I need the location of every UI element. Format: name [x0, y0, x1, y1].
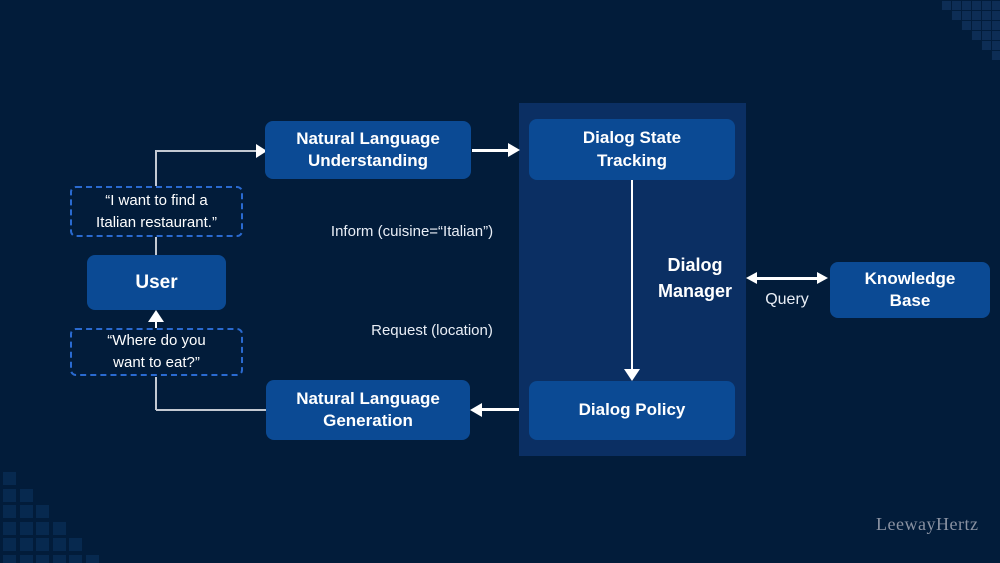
- arrowhead-into-user-icon: [148, 310, 164, 322]
- arrowhead-into-nlu-icon: [256, 144, 267, 158]
- connector-dialog-policy-to-nlg: [480, 408, 519, 411]
- node-knowledge-base: Knowledge Base: [830, 262, 990, 318]
- node-label: Dialog State Tracking: [582, 128, 682, 170]
- speech-bubble-user-utterance: “I want to find a Italian restaurant.”: [70, 186, 243, 237]
- speech-bubble-text: “Where do you want to eat?”: [107, 332, 206, 371]
- node-dialog-state-tracking: Dialog State Tracking: [529, 119, 735, 180]
- pixel-mosaic-top-right: [942, 1, 951, 10]
- pixel-mosaic-bottom-left: [3, 472, 16, 485]
- arrowhead-toward-dialog-manager-icon: [746, 272, 757, 284]
- connector-nlg-to-bubble-horizontal: [156, 409, 266, 411]
- node-user: User: [87, 255, 226, 310]
- connector-bubble-to-user: [155, 321, 157, 329]
- node-label: Knowledge Base: [864, 268, 956, 310]
- leewayhertz-watermark: LeewayHertz: [876, 514, 979, 534]
- connector-user-to-nlu-horizontal: [155, 150, 258, 152]
- edge-label-query: Query: [765, 291, 809, 308]
- node-label: Dialog Policy: [578, 400, 686, 420]
- edge-label-inform: Inform (cuisine=“Italian”): [330, 223, 494, 240]
- node-natural-language-understanding: Natural Language Understanding: [265, 121, 471, 179]
- node-natural-language-generation: Natural Language Generation: [266, 380, 470, 440]
- node-label: User: [135, 271, 178, 293]
- dialog-manager-title: Dialog Manager: [657, 255, 733, 301]
- connector-nlu-to-dst: [472, 149, 510, 152]
- speech-bubble-system-utterance: “Where do you want to eat?”: [70, 328, 243, 376]
- arrowhead-toward-knowledge-base-icon: [817, 272, 828, 284]
- connector-dst-to-dialog-policy: [631, 180, 633, 370]
- node-dialog-policy: Dialog Policy: [529, 381, 735, 440]
- node-label: Natural Language Understanding: [296, 128, 440, 170]
- arrowhead-into-nlg-icon: [470, 403, 482, 417]
- connector-nlg-to-bubble-vertical: [155, 377, 157, 410]
- node-label: Natural Language Generation: [296, 388, 440, 430]
- speech-bubble-text: “I want to find a Italian restaurant.”: [96, 191, 217, 231]
- arrowhead-into-dialog-policy-icon: [624, 369, 640, 381]
- edge-label-request: Request (location): [371, 322, 493, 339]
- arrowhead-into-dst-icon: [508, 143, 520, 157]
- connector-dialog-manager-knowledge-base: [755, 277, 819, 280]
